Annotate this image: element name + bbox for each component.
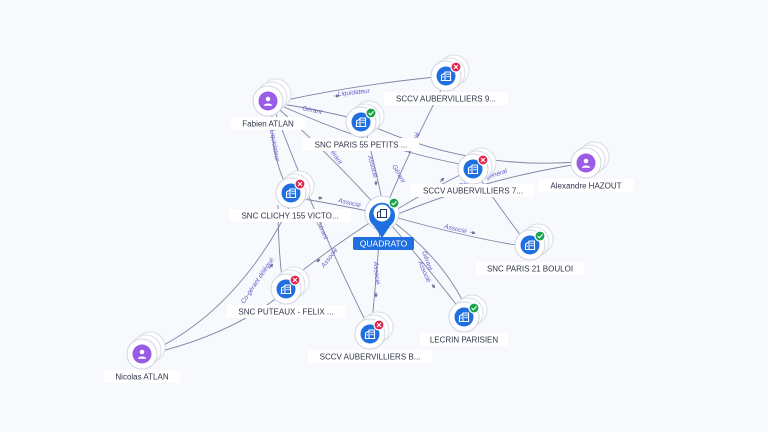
edge-label: Associé <box>372 261 381 286</box>
node-label: Alexandre HAZOUT <box>550 182 621 191</box>
edge-fabien-sccv-aub9 <box>281 75 447 102</box>
edge-label: Gérant <box>314 220 330 242</box>
company-node-snc-puteaux[interactable]: SNC PUTEAUX - FELIX ... <box>227 266 345 318</box>
check-badge-icon <box>388 197 400 209</box>
arrow-marker <box>431 283 435 289</box>
building-icon <box>376 209 388 218</box>
node-label: SCCV AUBERVILLIERS B... <box>320 353 421 362</box>
node-label: SNC CLICHY 155 VICTO... <box>241 212 338 221</box>
company-node-sccv-aubervilliers-b[interactable]: SCCV AUBERVILLIERS B... <box>308 311 432 363</box>
node-label: SNC PARIS 55 PETITS ... <box>315 141 408 150</box>
arrow-marker <box>315 259 321 263</box>
node-core <box>373 204 391 222</box>
node-label-box <box>231 117 305 130</box>
company-node-sccv-aubervilliers-7[interactable]: SCCV AUBERVILLIERS 7... <box>411 147 535 197</box>
company-node-snc-clichy[interactable]: SNC CLICHY 155 VICTO... <box>229 170 351 222</box>
person-node-alexandre[interactable]: Alexandre HAZOUT <box>538 141 634 192</box>
check-badge-icon <box>534 230 546 242</box>
arrow-marker <box>469 230 476 235</box>
check-badge-icon <box>368 111 375 116</box>
check-badge-icon <box>391 201 398 206</box>
edge-label: Associé <box>366 154 379 179</box>
node-label-box <box>420 333 508 346</box>
cross-badge-icon <box>292 277 298 283</box>
node-label: SCCV AUBERVILLIERS 7... <box>423 187 523 196</box>
arrow-marker <box>269 263 273 269</box>
node-label: SNC PARIS 21 BOULOI <box>487 265 573 274</box>
check-badge-icon <box>537 234 544 239</box>
check-badge-icon <box>471 306 478 311</box>
company-node-snc-paris-55[interactable]: SNC PARIS 55 PETITS ... <box>303 100 419 151</box>
edge-label: Liquidateur <box>268 129 281 163</box>
node-label-box <box>303 138 419 151</box>
node-label-box <box>384 92 508 105</box>
node-label: SCCV AUBERVILLIERS 9... <box>396 95 496 104</box>
node-label-box <box>538 179 634 192</box>
node-label: Fabien ATLAN <box>242 120 294 129</box>
center-node-quadrato[interactable]: QUADRATO <box>353 195 414 250</box>
edge-fabien-sccv-aubB <box>275 113 369 327</box>
node-label-box <box>104 370 180 383</box>
node-label: Nicolas ATLAN <box>115 373 168 382</box>
node-label: SNC PUTEAUX - FELIX ... <box>238 308 333 317</box>
node-label: LECRIN PARISIEN <box>430 336 499 345</box>
node-label-box <box>353 237 414 250</box>
edge-label: Associé <box>443 223 468 236</box>
company-node-snc-paris-21[interactable]: SNC PARIS 21 BOULOI <box>476 223 584 275</box>
node-label-box <box>308 350 432 363</box>
person-node-nicolas[interactable]: Nicolas ATLAN <box>104 331 180 383</box>
company-node-lecrin-parisien[interactable]: LECRIN PARISIEN <box>420 294 508 346</box>
nodes: Fabien ATLAN SCCV AUBERVILLIERS 9... SNC… <box>104 54 634 383</box>
node-label-box <box>411 184 535 197</box>
check-badge-icon <box>468 302 480 314</box>
edge-nicolas-clichy <box>149 197 295 353</box>
cross-badge-icon <box>297 181 303 187</box>
node-label-box <box>476 262 584 275</box>
edge-quadrato-lecrin-2 <box>395 223 467 309</box>
arrow-marker <box>439 177 445 183</box>
edge-label: Liquidateur <box>337 88 371 98</box>
edge-quadrato-lecrin <box>391 225 463 313</box>
cross-badge-icon <box>480 157 486 163</box>
edge-nicolas-puteaux <box>149 293 283 355</box>
company-node-sccv-aubervilliers-9[interactable]: SCCV AUBERVILLIERS 9... <box>384 54 508 105</box>
cross-badge-icon <box>376 322 382 328</box>
node-label-box <box>227 305 345 318</box>
person-node-fabien[interactable]: Fabien ATLAN <box>231 78 305 130</box>
cross-badge-icon <box>453 64 459 70</box>
node-label: QUADRATO <box>360 239 408 249</box>
node-label-box <box>229 209 351 222</box>
edge-label: Gérant <box>302 105 324 116</box>
check-badge-icon <box>365 107 377 119</box>
edge-quadrato-paris21 <box>397 217 523 247</box>
edge-label: Gérant <box>390 164 407 186</box>
edge-label: Co-gérant délégué <box>240 256 276 305</box>
